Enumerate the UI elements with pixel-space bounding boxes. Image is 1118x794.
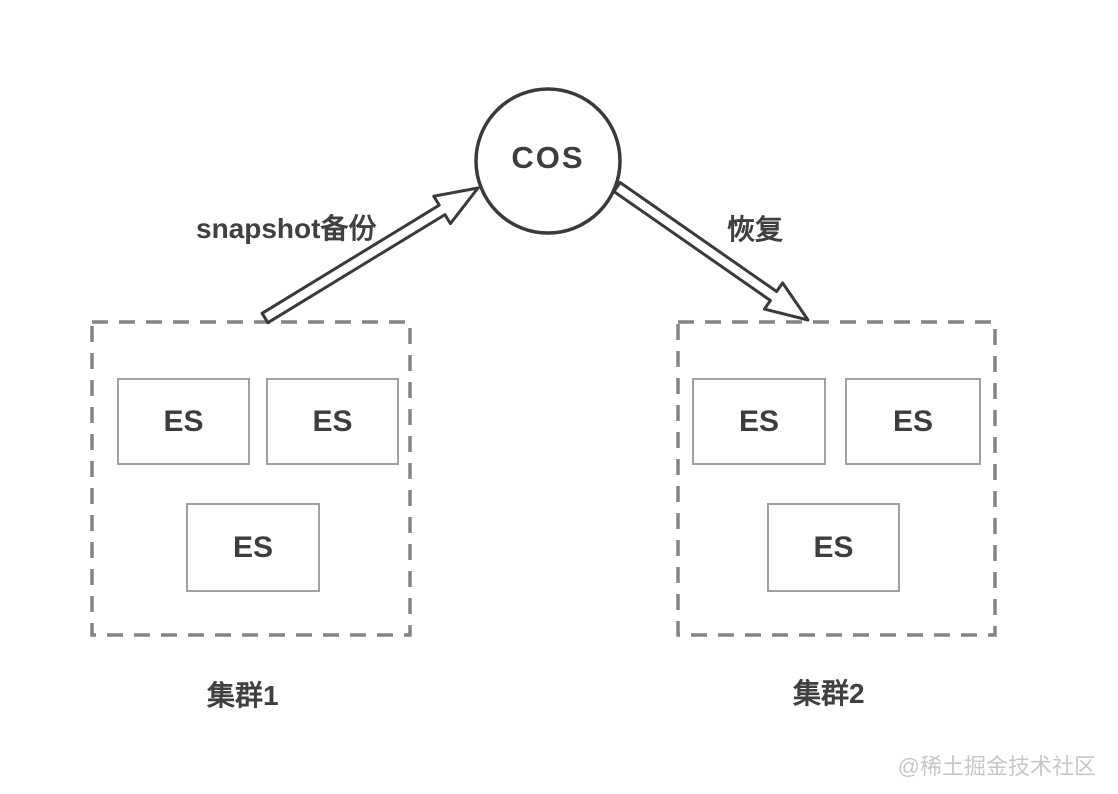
- restore-arrow: [612, 181, 810, 322]
- backup-arrow-label: snapshot备份: [196, 213, 377, 244]
- cos-circle: [474, 87, 622, 235]
- cluster1-es-node-1: ES: [117, 378, 250, 465]
- cluster2-es-node-1: ES: [692, 378, 826, 465]
- cluster1-label: 集群1: [207, 680, 279, 711]
- watermark-text: @稀土掘金技术社区: [897, 754, 1096, 779]
- cluster2-es-node-2: ES: [845, 378, 981, 465]
- cluster1-es-node-2: ES: [266, 378, 399, 465]
- restore-arrow-label: 恢复: [727, 214, 784, 245]
- cluster2-es-node-3: ES: [767, 503, 900, 592]
- cluster1-boundary-box: [90, 320, 412, 637]
- cluster1-es-node-3: ES: [186, 503, 320, 592]
- backup-arrow: [260, 186, 480, 325]
- cos-label: COS: [511, 140, 585, 175]
- cluster2-boundary-box: [676, 320, 997, 637]
- cluster2-label: 集群2: [793, 678, 865, 709]
